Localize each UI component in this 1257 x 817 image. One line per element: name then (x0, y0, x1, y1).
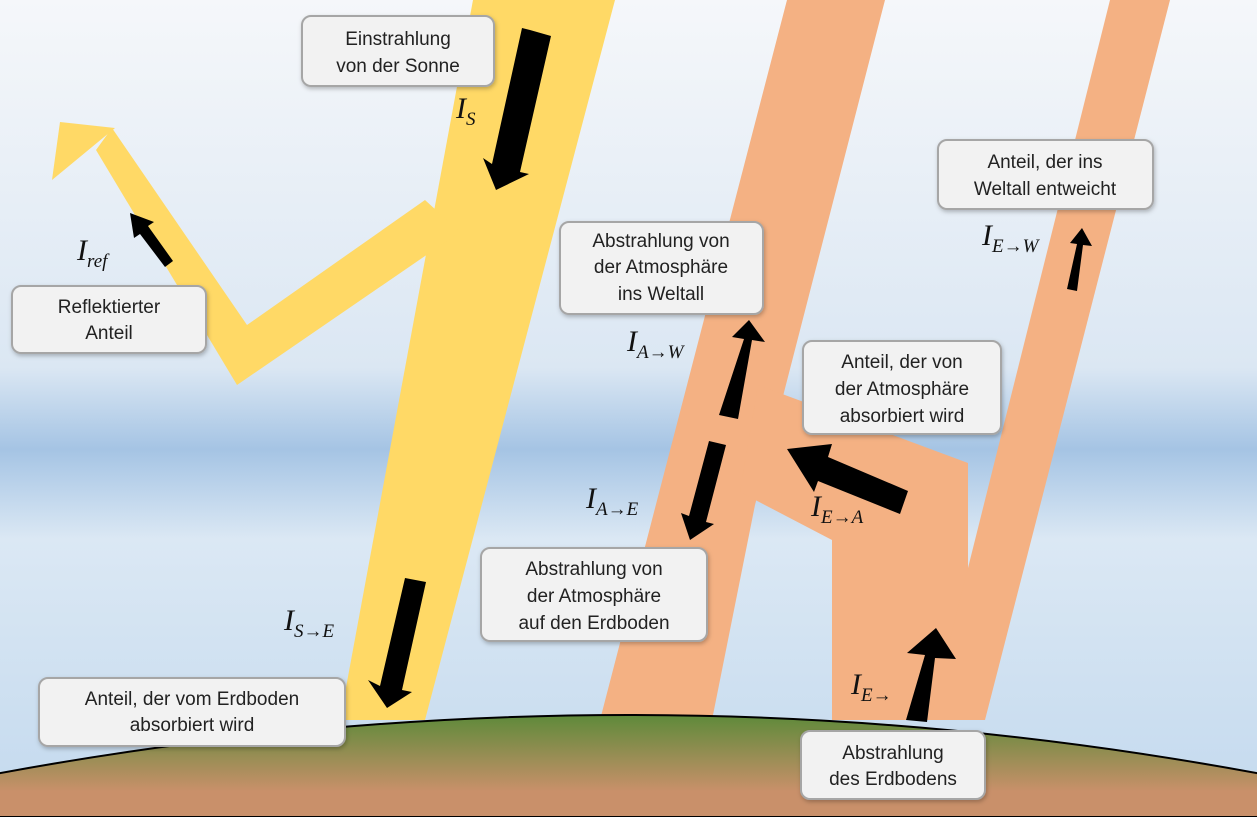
box-weltall-entweicht-line1: Anteil, der ins (987, 152, 1102, 173)
i-e-arrow (906, 628, 956, 722)
box-einstrahlung-line2: von der Sonne (336, 56, 460, 77)
box-einstrahlung-line1: Einstrahlung (345, 29, 451, 50)
symbol-i-s-e: IS→E (283, 604, 335, 642)
box-atmo-absorbiert: Anteil, der von der Atmosphäre absorbier… (802, 340, 1002, 435)
box-atmo-absorbiert-line2: der Atmosphäre (835, 379, 969, 400)
symbol-i-a-e: IA→E (585, 482, 639, 520)
symbol-i-a-w: IA→W (626, 325, 686, 363)
i-a-w-arrow (719, 320, 765, 419)
box-weltall-entweicht-line2: Weltall entweicht (974, 179, 1117, 200)
box-erdboden-absorbiert: Anteil, der vom Erdboden absorbiert wird (38, 677, 346, 747)
box-atmo-absorbiert-line1: Anteil, der von (841, 352, 962, 373)
box-erdboden-abstrahlung: Abstrahlung des Erdbodens (800, 730, 986, 800)
box-atmo-weltall: Abstrahlung von der Atmosphäre ins Welta… (559, 221, 764, 315)
box-atmo-weltall-line1: Abstrahlung von (592, 231, 729, 252)
box-erdboden-absorbiert-line2: absorbiert wird (130, 715, 255, 736)
i-s-e-arrow (368, 578, 426, 708)
symbol-i-s: IS (455, 92, 476, 130)
box-erdboden-abstrahlung-line2: des Erdbodens (829, 769, 957, 790)
box-atmo-erdboden-line2: der Atmosphäre (527, 586, 661, 607)
flux-arrows (130, 28, 1092, 722)
box-atmo-erdboden-line1: Abstrahlung von (525, 559, 662, 580)
symbol-i-e-w: IE→W (981, 219, 1041, 257)
box-reflektiert-line1: Reflektierter (58, 297, 161, 318)
solar-reflected-arrowhead (52, 122, 115, 180)
symbol-i-e: IE→ (850, 668, 892, 706)
i-e-a-arrow (787, 444, 908, 514)
box-erdboden-abstrahlung-line1: Abstrahlung (842, 743, 943, 764)
box-atmo-erdboden-line3: auf den Erdboden (518, 613, 669, 634)
solar-incoming-beam (340, 0, 615, 720)
box-reflektiert-line2: Anteil (85, 323, 133, 344)
box-einstrahlung: Einstrahlung von der Sonne (301, 15, 495, 87)
box-reflektiert: Reflektierter Anteil (11, 285, 207, 354)
i-e-w-arrow (1067, 228, 1092, 291)
symbol-i-e-a: IE→A (810, 490, 864, 528)
i-a-e-arrow (681, 441, 726, 540)
box-atmo-weltall-line3: ins Weltall (618, 284, 704, 305)
box-atmo-weltall-line2: der Atmosphäre (594, 257, 728, 278)
box-atmo-absorbiert-line3: absorbiert wird (840, 406, 965, 427)
box-atmo-erdboden: Abstrahlung von der Atmosphäre auf den E… (480, 547, 708, 642)
symbol-i-ref: Iref (76, 234, 110, 272)
i-ref-arrow (130, 213, 173, 267)
box-erdboden-absorbiert-line1: Anteil, der vom Erdboden (85, 689, 299, 710)
i-s-arrow (483, 28, 551, 190)
earth-absorbed-beam (740, 385, 968, 720)
box-weltall-entweicht: Anteil, der ins Weltall entweicht (937, 139, 1154, 210)
